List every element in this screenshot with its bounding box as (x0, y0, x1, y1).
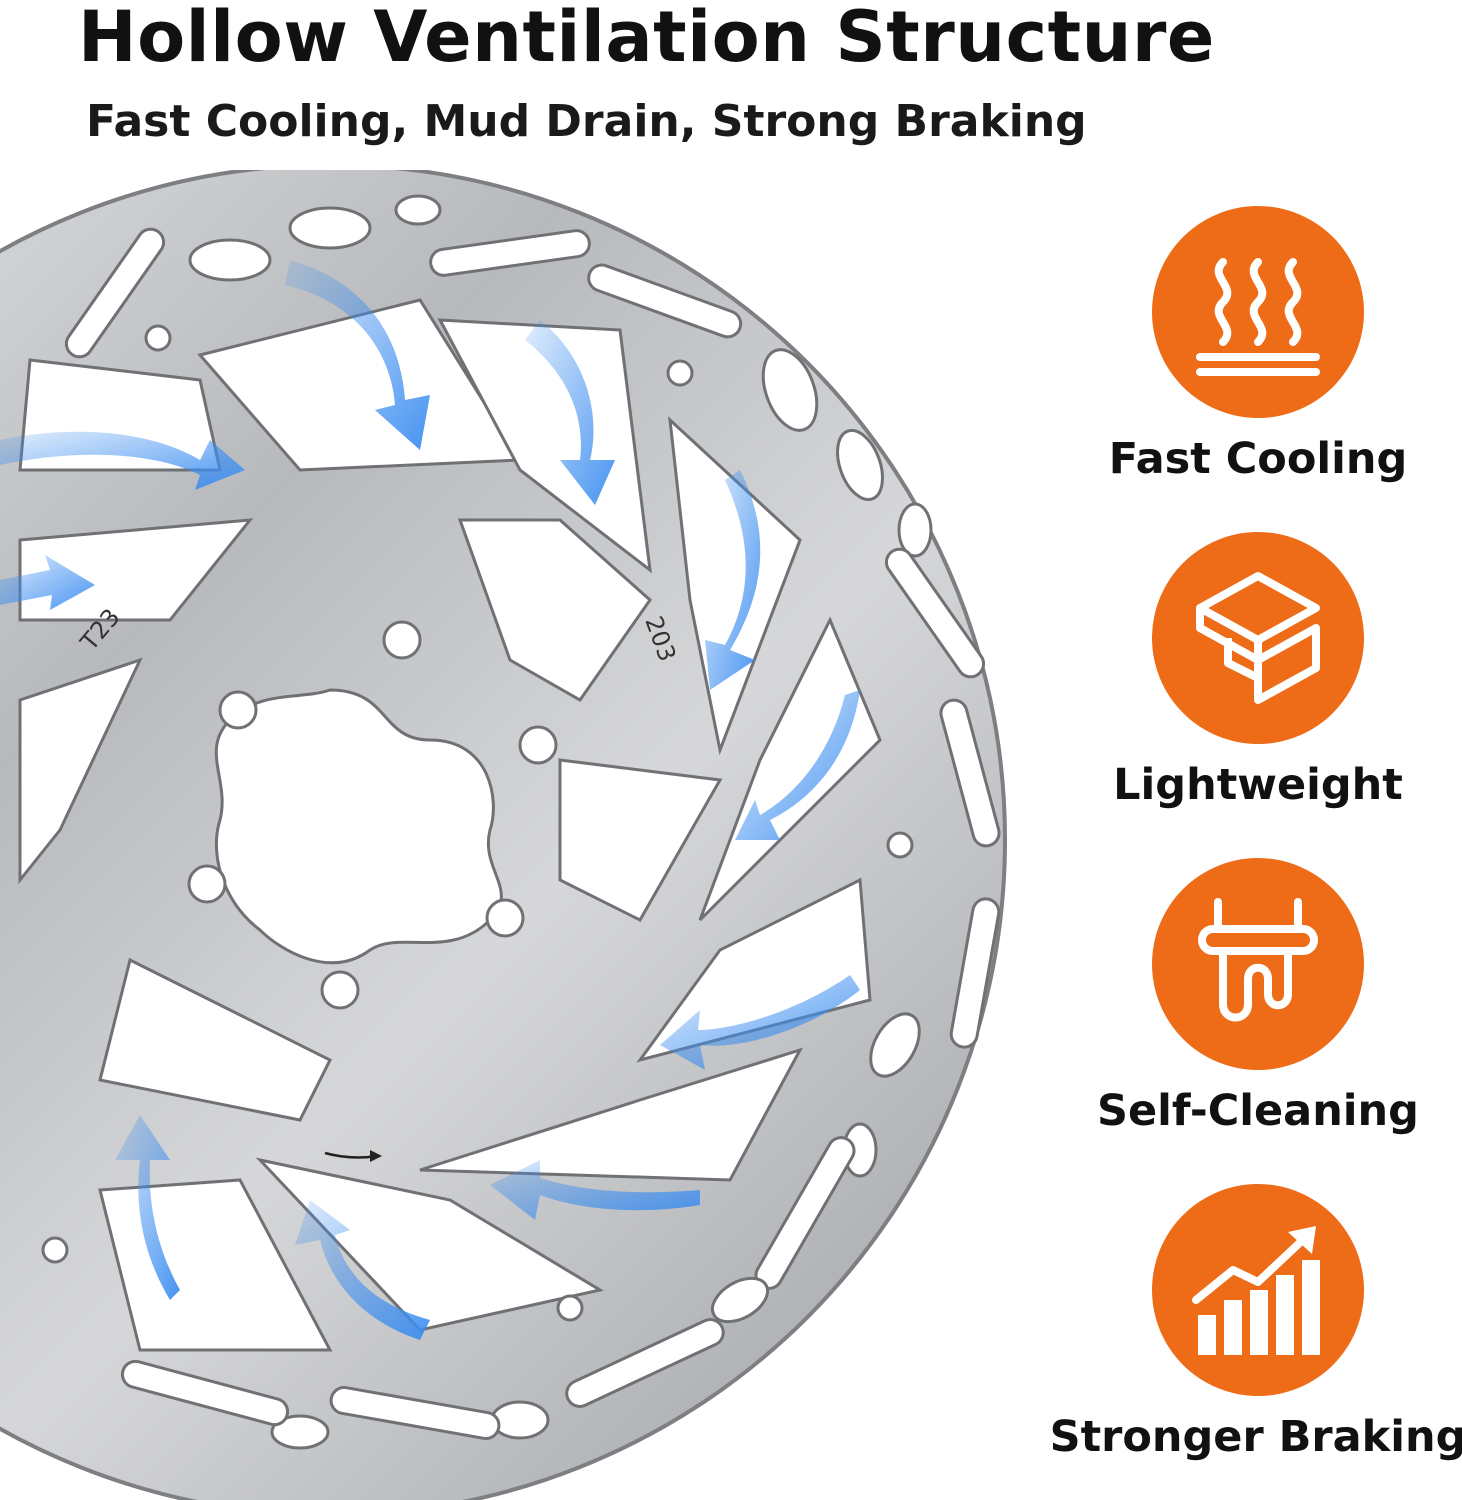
feature-self-cleaning: Self-Cleaning (1048, 858, 1462, 1136)
rising-bar-chart-icon (1152, 1184, 1364, 1396)
feature-label: Fast Cooling (1108, 434, 1408, 484)
airflow-arrows (0, 260, 860, 1340)
feature-stronger-braking: Stronger Braking (1048, 1184, 1462, 1462)
rotor-bolt-holes (41, 324, 914, 1322)
rotor-perimeter-slots (64, 194, 1001, 1450)
page-title: Hollow Ventilation Structure (78, 0, 1215, 78)
rotor-center-hole (214, 688, 503, 965)
drain-pipe-icon (1152, 858, 1364, 1070)
cube-outline-icon (1152, 532, 1364, 744)
brake-rotor-image: T23 203 (0, 170, 1007, 1500)
heat-waves-icon (1152, 206, 1364, 418)
feature-label: Lightweight (1113, 760, 1403, 810)
feature-label: Stronger Braking (1049, 1412, 1462, 1462)
feature-lightweight: Lightweight (1048, 532, 1462, 810)
feature-label: Self-Cleaning (1097, 1086, 1419, 1136)
feature-fast-cooling: Fast Cooling (1048, 206, 1462, 484)
page-subtitle: Fast Cooling, Mud Drain, Strong Braking (86, 96, 1087, 147)
